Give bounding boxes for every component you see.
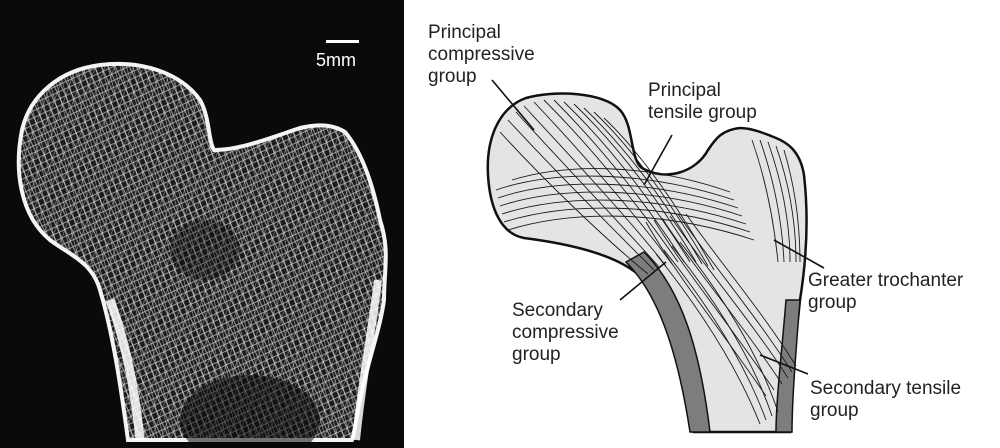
label-secondary-tensile: Secondary tensile group <box>810 378 961 422</box>
scale-label: 5mm <box>316 50 356 71</box>
label-secondary-compressive: Secondary compressive group <box>512 300 619 366</box>
label-greater-trochanter: Greater trochanter group <box>808 270 963 314</box>
label-principal-tensile: Principal tensile group <box>648 80 757 124</box>
trabecular-diagram-panel: Principal compressive group Principal te… <box>404 0 1000 448</box>
femur-photo-panel: 5mm <box>0 0 404 448</box>
ward-triangle <box>170 220 240 280</box>
scale-bar <box>326 40 359 43</box>
label-principal-compressive: Principal compressive group <box>428 22 535 88</box>
